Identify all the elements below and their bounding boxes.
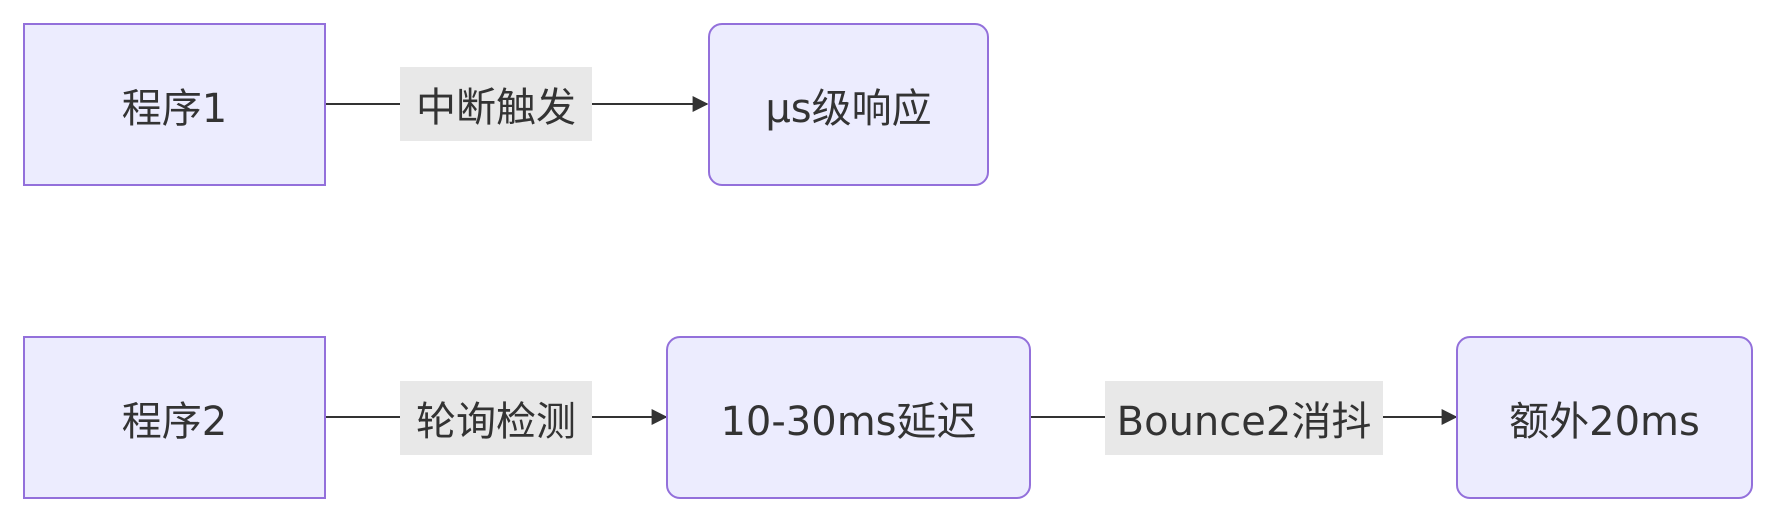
edge-label-polling-detect: 轮询检测 [400,381,592,455]
edge-label-bounce2-debounce-text: Bounce2消抖 [1116,399,1372,445]
edge-label-interrupt-trigger: 中断触发 [400,67,592,141]
node-extra-20ms: 额外20ms [1456,336,1753,499]
node-us-response: μs级响应 [708,23,989,186]
node-delay-label: 10-30ms延迟 [720,398,977,445]
node-program-1: 程序1 [23,23,326,186]
node-delay: 10-30ms延迟 [666,336,1031,499]
node-extra-20ms-label: 额外20ms [1509,398,1700,445]
node-us-response-label: μs级响应 [765,85,932,132]
node-program-1-label: 程序1 [121,85,228,132]
node-program-2: 程序2 [23,336,326,499]
edge-label-polling-detect-text: 轮询检测 [416,399,576,445]
node-program-2-label: 程序2 [121,398,228,445]
edge-label-bounce2-debounce: Bounce2消抖 [1105,381,1383,455]
edge-label-interrupt-trigger-text: 中断触发 [416,85,576,131]
